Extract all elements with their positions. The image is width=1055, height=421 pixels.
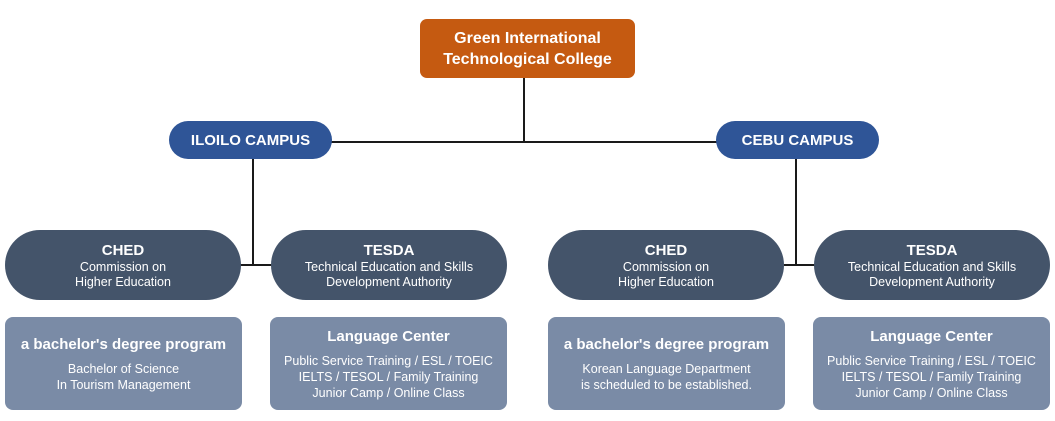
college-title-line-2: Technological College — [443, 50, 612, 68]
cebu-bachelor-program-line-1: Korean Language Department — [582, 361, 751, 376]
cebu-bachelor-program-box: a bachelor's degree program Korean Langu… — [548, 317, 785, 410]
iloilo-campus-node: ILOILO CAMPUS — [169, 121, 332, 159]
cebu-ched-node: CHED Commission on Higher Education — [548, 230, 784, 300]
college-title-line-1: Green International — [454, 29, 601, 47]
cebu-bachelor-program-line-2: is scheduled to be established. — [581, 377, 752, 392]
cebu-tesda-title: TESDA — [906, 241, 958, 259]
iloilo-language-center-line-1: Public Service Training / ESL / TOEIC — [284, 353, 493, 368]
cebu-tesda-desc-line-1: Technical Education and Skills — [847, 259, 1017, 274]
iloilo-language-center-line-3: Junior Camp / Online Class — [312, 385, 465, 400]
iloilo-ched-node: CHED Commission on Higher Education — [5, 230, 241, 300]
iloilo-ched-desc-line-2: Higher Education — [75, 274, 171, 289]
cebu-tesda-node: TESDA Technical Education and Skills Dev… — [814, 230, 1050, 300]
cebu-campus-label: CEBU CAMPUS — [741, 131, 854, 149]
cebu-ched-desc-line-1: Commission on — [622, 259, 710, 274]
connector-iloilo-down — [252, 159, 254, 265]
cebu-language-center-line-1: Public Service Training / ESL / TOEIC — [827, 353, 1036, 368]
college-title-node: Green International Technological Colleg… — [420, 19, 635, 78]
iloilo-language-center-title: Language Center — [327, 327, 450, 345]
iloilo-bachelor-program-line-2: In Tourism Management — [56, 377, 191, 392]
cebu-language-center-title: Language Center — [870, 327, 993, 345]
cebu-language-center-line-3: Junior Camp / Online Class — [855, 385, 1008, 400]
iloilo-language-center-box: Language Center Public Service Training … — [270, 317, 507, 410]
cebu-tesda-desc-line-2: Development Authority — [869, 274, 995, 289]
connector-iloilo-horizontal — [240, 264, 272, 266]
cebu-bachelor-program-title: a bachelor's degree program — [563, 335, 770, 353]
cebu-ched-title: CHED — [644, 241, 688, 259]
cebu-language-center-line-2: IELTS / TESOL / Family Training — [841, 369, 1022, 384]
iloilo-tesda-node: TESDA Technical Education and Skills Dev… — [271, 230, 507, 300]
iloilo-language-center-line-2: IELTS / TESOL / Family Training — [298, 369, 479, 384]
iloilo-ched-title: CHED — [101, 241, 145, 259]
connector-campus-horizontal — [330, 141, 718, 143]
cebu-language-center-box: Language Center Public Service Training … — [813, 317, 1050, 410]
iloilo-tesda-desc-line-1: Technical Education and Skills — [304, 259, 474, 274]
iloilo-campus-label: ILOILO CAMPUS — [190, 131, 311, 149]
connector-root-down — [523, 78, 525, 142]
iloilo-tesda-title: TESDA — [363, 241, 415, 259]
connector-cebu-horizontal — [784, 264, 816, 266]
iloilo-ched-desc-line-1: Commission on — [79, 259, 167, 274]
iloilo-bachelor-program-box: a bachelor's degree program Bachelor of … — [5, 317, 242, 410]
iloilo-bachelor-program-line-1: Bachelor of Science — [67, 361, 180, 376]
cebu-ched-desc-line-2: Higher Education — [618, 274, 714, 289]
connector-cebu-down — [795, 159, 797, 265]
iloilo-tesda-desc-line-2: Development Authority — [326, 274, 452, 289]
iloilo-bachelor-program-title: a bachelor's degree program — [20, 335, 227, 353]
cebu-campus-node: CEBU CAMPUS — [716, 121, 879, 159]
